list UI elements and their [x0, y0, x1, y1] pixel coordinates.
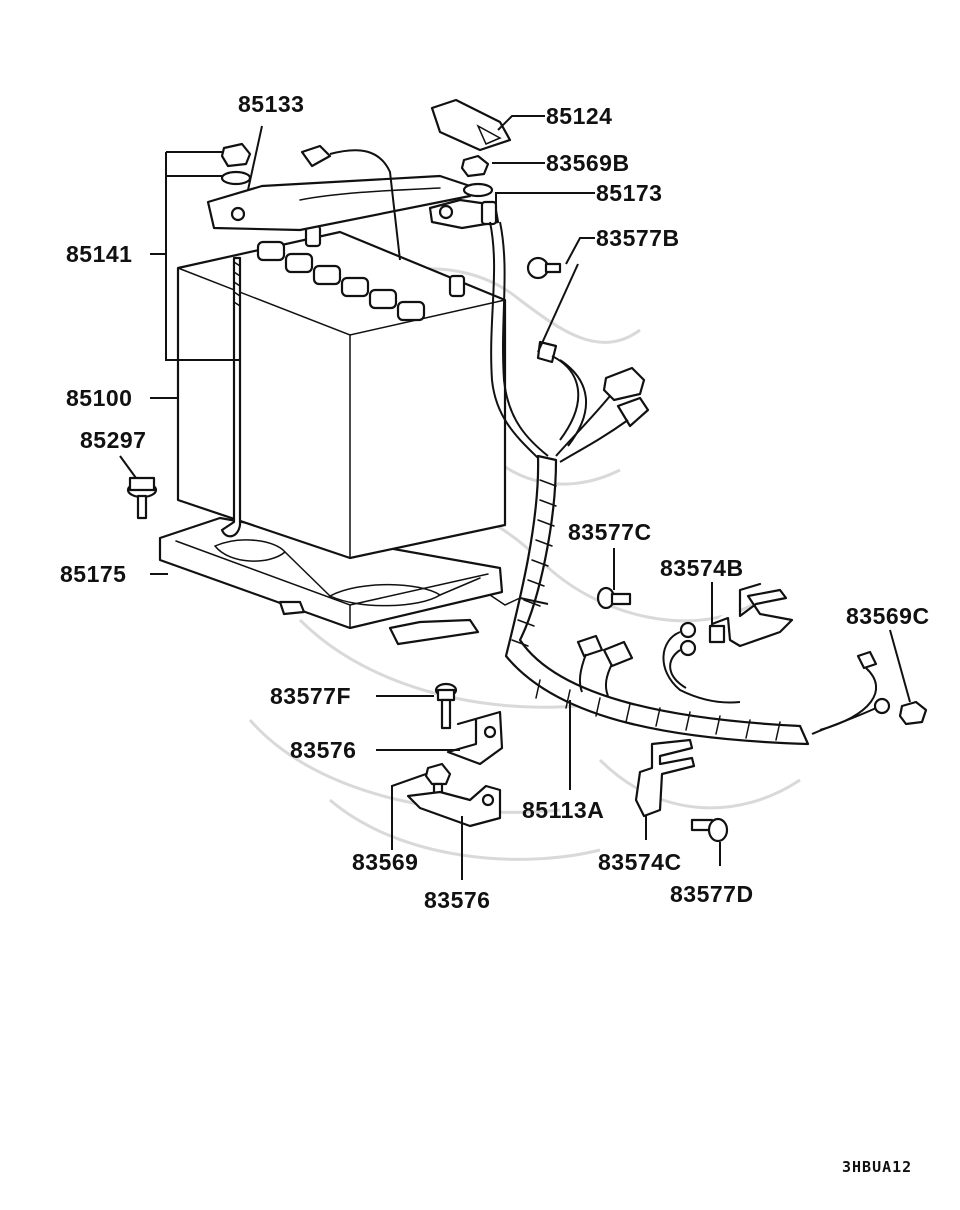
terminal-cover	[430, 98, 512, 152]
positive-cable	[489, 221, 549, 461]
wiring-harness	[504, 454, 810, 746]
battery-cell-caps	[256, 240, 426, 322]
label-85141: 85141	[66, 241, 132, 267]
label-83577d: 83577D	[670, 881, 754, 907]
label-85173: 85173	[596, 180, 662, 206]
battery	[176, 224, 507, 560]
bolt-85297	[126, 476, 158, 520]
harness-lower-branches	[576, 621, 891, 735]
label-83576-upper: 83576	[290, 737, 356, 763]
label-85297: 85297	[80, 427, 146, 453]
nut-83569b	[460, 154, 494, 198]
label-83574c: 83574C	[598, 849, 682, 875]
nut-83569c	[898, 700, 928, 726]
label-85100: 85100	[66, 385, 132, 411]
bolt-83577c	[596, 586, 632, 610]
hold-down-rod	[220, 256, 242, 538]
bolt-83577b	[526, 256, 562, 280]
label-85124: 85124	[546, 103, 612, 129]
hold-down-nut	[220, 142, 252, 186]
label-85133: 85133	[238, 91, 304, 117]
leader-lines	[119, 115, 911, 880]
clamp-83574b	[708, 582, 794, 648]
label-83576-lower: 83576	[424, 887, 490, 913]
label-83569b: 83569B	[546, 150, 630, 176]
label-85175: 85175	[60, 561, 126, 587]
bolt-83577d	[690, 817, 729, 843]
label-85113a: 85113A	[522, 797, 604, 823]
ground-cable	[300, 144, 401, 261]
battery-holder-bracket	[206, 174, 472, 232]
label-83577c: 83577C	[568, 519, 652, 545]
bolt-83577f	[434, 682, 458, 730]
label-83577f: 83577F	[270, 683, 351, 709]
label-83569c: 83569C	[846, 603, 930, 629]
battery-tray	[158, 516, 521, 646]
bracket-83576-upper	[446, 710, 504, 766]
bracket-83576-lower	[406, 784, 502, 828]
label-83577b: 83577B	[596, 225, 680, 251]
part-number-labels: 85133 85124 83569B 85173 83577B 85141 85…	[60, 91, 930, 913]
battery-terminals	[304, 224, 466, 298]
figure-code: 3HBUA12	[842, 1158, 912, 1176]
harness-branches	[536, 340, 650, 463]
label-83569: 83569	[352, 849, 418, 875]
battery-terminal	[428, 198, 500, 230]
label-83574b: 83574B	[660, 555, 744, 581]
clamp-83574c	[634, 738, 696, 818]
